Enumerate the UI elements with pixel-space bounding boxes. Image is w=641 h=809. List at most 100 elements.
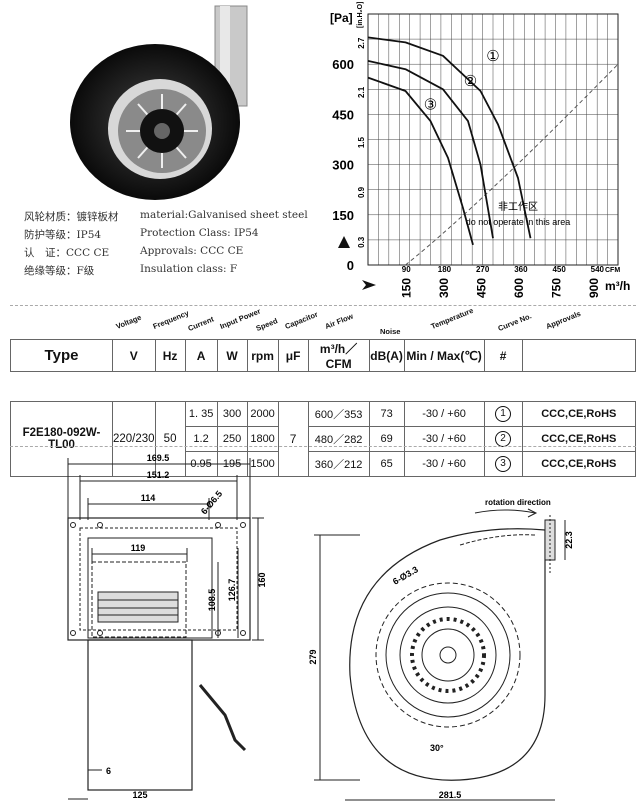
inh2o-axis-label: [in.H₂O] (357, 2, 364, 28)
dim-side-1: 22.3 (564, 531, 574, 549)
header-temperature: Temperature (429, 305, 475, 331)
dim-side-width: 281.5 (439, 790, 462, 800)
header-air-flow: Air Flow (323, 311, 355, 331)
cell-temp: -30 / +60 (403, 401, 485, 427)
performance-chart: [Pa][in.H₂O]60045030015002.72.11.50.90.3… (330, 2, 630, 298)
curve-circle: 3 (495, 456, 512, 472)
cell-speed: 2000 (246, 401, 279, 427)
no-operate-zone-cn: 非工作区 (498, 201, 538, 213)
operating-limit-line (405, 63, 619, 266)
m3h-tick-label: 300 (437, 278, 451, 298)
dim-front-3: 114 (141, 493, 156, 503)
y-tick-label: 150 (332, 208, 354, 223)
curve-label: ② (464, 73, 477, 90)
dim-side-hole: 6-Ø3.3 (391, 564, 420, 586)
unit-v: V (112, 339, 156, 372)
cell-approvals: CCC,CE,RoHS (521, 401, 637, 427)
cfm-tick-label: 180 (438, 265, 452, 274)
unit-curve: # (483, 339, 523, 372)
spec-cn-insulation: 绝缘等级：F级 (24, 265, 95, 277)
table-row: F2E180-092W-TL00 220/230 50 1. 35 300 20… (10, 401, 637, 477)
cell-curve: 3 (483, 451, 523, 477)
cell-flow: 360／212 (307, 451, 370, 477)
curve-label: ③ (424, 96, 437, 113)
side-view-drawing: rotation direction 22.3 6-Ø3.3 279 30° 2… (308, 498, 574, 801)
table-row (10, 371, 636, 402)
table-row: 0.95 195 1500 360／212 65 -30 / +60 3 CCC… (11, 451, 637, 477)
table-row: 1.2 250 1800 480／282 69 -30 / +60 2 CCC,… (11, 426, 637, 452)
unit-db: dB(A) (368, 339, 405, 372)
cell-temp: -30 / +60 (403, 426, 485, 452)
dim-side-angle: 30° (430, 743, 444, 753)
up-arrow-icon (338, 236, 350, 248)
divider (10, 305, 636, 306)
cfm-tick-label: 540 (591, 265, 605, 274)
header-current: Current (186, 314, 216, 333)
spec-en-approval: Approvals: CCC CE (140, 245, 244, 257)
no-operate-zone-en: do not operate in this area (466, 217, 571, 227)
cell-flow: 480／282 (307, 426, 370, 452)
pa-axis-label: [Pa] (330, 11, 353, 25)
cfm-tick-label: 450 (552, 265, 566, 274)
unit-hz: Hz (154, 339, 186, 372)
spec-cn-protection: 防护等级：IP54 (24, 229, 102, 241)
right-arrow-icon (362, 280, 376, 290)
spec-en: material:Galvanised sheet steel Protecti… (140, 209, 308, 281)
dim-front-h3: 160 (257, 572, 267, 587)
cell-power: 300 (216, 401, 248, 427)
header-speed: Speed (254, 316, 279, 333)
dim-side-height: 279 (308, 649, 318, 664)
m3h-tick-label: 150 (400, 278, 414, 298)
y-tick-label: 600 (332, 57, 354, 72)
unit-a: A (184, 339, 218, 372)
inh2o-tick-label: 0.3 (357, 236, 366, 248)
header-approvals: Approvals (544, 308, 583, 331)
y-tick-label: 300 (332, 158, 354, 173)
cfm-unit-label: CFM (605, 267, 620, 274)
cell-power: 250 (216, 426, 248, 452)
cell-noise: 65 (368, 451, 405, 477)
unit-w: W (216, 339, 248, 372)
cfm-tick-label: 360 (514, 265, 528, 274)
unit-approvals (521, 339, 637, 372)
plot-frame (367, 13, 619, 266)
cell-current: 1.2 (184, 426, 218, 452)
table-header-row: Type V Hz A W rpm μF m³/h／CFM dB(A) Min … (10, 339, 637, 372)
cell-approvals: CCC,CE,RoHS (521, 426, 637, 452)
spec-cn-material: 风轮材质：镀锌板材 (24, 211, 119, 223)
spec-en-protection: Protection Class: IP54 (140, 227, 259, 239)
rotation-direction-label: rotation direction (485, 498, 551, 507)
curve-circle: 2 (495, 431, 512, 447)
unit-flow: m³/h／CFM (307, 339, 370, 372)
curve-line-1 (367, 36, 532, 239)
m3h-tick-label: 450 (475, 278, 489, 298)
m3h-unit-label: m³/h (605, 279, 630, 293)
spec-en-insulation: Insulation class: F (140, 263, 238, 275)
front-view-drawing: 169.5 151.2 114 119 6-Ø6.5 108.5 126.7 1… (67, 453, 267, 800)
m3h-tick-label: 900 (587, 278, 601, 298)
cell-approvals: CCC,CE,RoHS (521, 451, 637, 477)
unit-temp: Min / Max(℃) (403, 339, 485, 372)
cell-speed: 1500 (246, 451, 279, 477)
cell-capacitor: 7 (277, 401, 309, 477)
cell-speed: 1800 (246, 426, 279, 452)
cell-temp: -30 / +60 (403, 451, 485, 477)
dim-front-h1: 108.5 (207, 589, 217, 612)
divider (10, 446, 636, 447)
unit-uf: μF (277, 339, 309, 372)
header-curve-no: Curve No. (496, 311, 533, 333)
header-capacitor: Capacitor (283, 309, 320, 331)
dim-front-4: 119 (131, 543, 146, 553)
header-voltage: Voltage (114, 312, 143, 331)
spec-table: Type V Hz A W rpm μF m³/h／CFM dB(A) Min … (10, 339, 637, 477)
curve-line-2 (367, 60, 494, 239)
cell-noise: 73 (368, 401, 405, 427)
cell-curve: 1 (483, 401, 523, 427)
dim-front-5: 6 (106, 766, 111, 776)
dim-front-hole: 6-Ø6.5 (199, 489, 224, 517)
y-tick-label: 0 (347, 258, 354, 273)
inh2o-tick-label: 0.9 (357, 186, 366, 198)
curve-circle: 1 (495, 406, 512, 422)
dim-front-h2: 126.7 (227, 579, 237, 602)
cfm-tick-label: 270 (476, 265, 490, 274)
